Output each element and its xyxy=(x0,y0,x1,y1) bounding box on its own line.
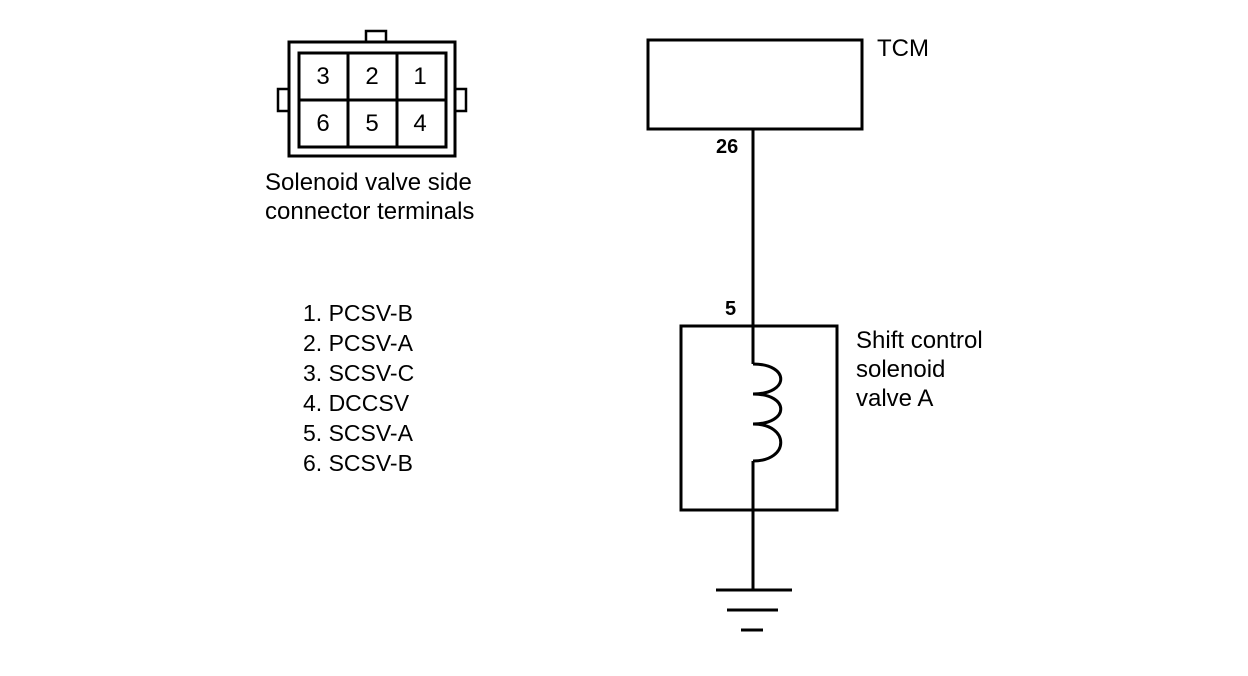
solenoid-label-line1: Shift control xyxy=(856,327,983,354)
connector-cell: 1 xyxy=(413,63,427,90)
connector-cell: 6 xyxy=(316,110,330,137)
connector-caption-line2: connector terminals xyxy=(265,198,475,225)
terminal-list-item: 3. SCSV-C xyxy=(303,360,415,386)
terminal-list-item: 4. DCCSV xyxy=(303,390,410,416)
connector-caption-line1: Solenoid valve side xyxy=(265,169,472,196)
terminal-list-item: 2. PCSV-A xyxy=(303,330,413,356)
connector-cell: 3 xyxy=(316,63,330,90)
terminal-list: 1. PCSV-B 2. PCSV-A 3. SCSV-C 4. DCCSV 5… xyxy=(303,298,414,478)
connector-cell: 4 xyxy=(413,110,427,137)
connector-cell: 5 xyxy=(365,110,379,137)
coil-symbol xyxy=(751,326,783,510)
solenoid-label-line2: solenoid xyxy=(856,356,946,383)
solenoid-label-line3: valve A xyxy=(856,385,934,412)
terminal-list-item: 5. SCSV-A xyxy=(303,420,413,446)
ground-icon xyxy=(716,588,792,632)
connector-cell: 2 xyxy=(365,63,379,90)
terminal-list-item: 1. PCSV-B xyxy=(303,300,413,326)
tcm-label: TCM xyxy=(877,35,929,62)
tcm-box xyxy=(646,38,864,131)
connector-housing xyxy=(276,29,468,158)
solenoid-pin-number: 5 xyxy=(725,298,737,320)
tcm-pin-number: 26 xyxy=(716,136,739,158)
terminal-list-item: 6. SCSV-B xyxy=(303,450,413,476)
solenoid-box xyxy=(679,324,839,512)
